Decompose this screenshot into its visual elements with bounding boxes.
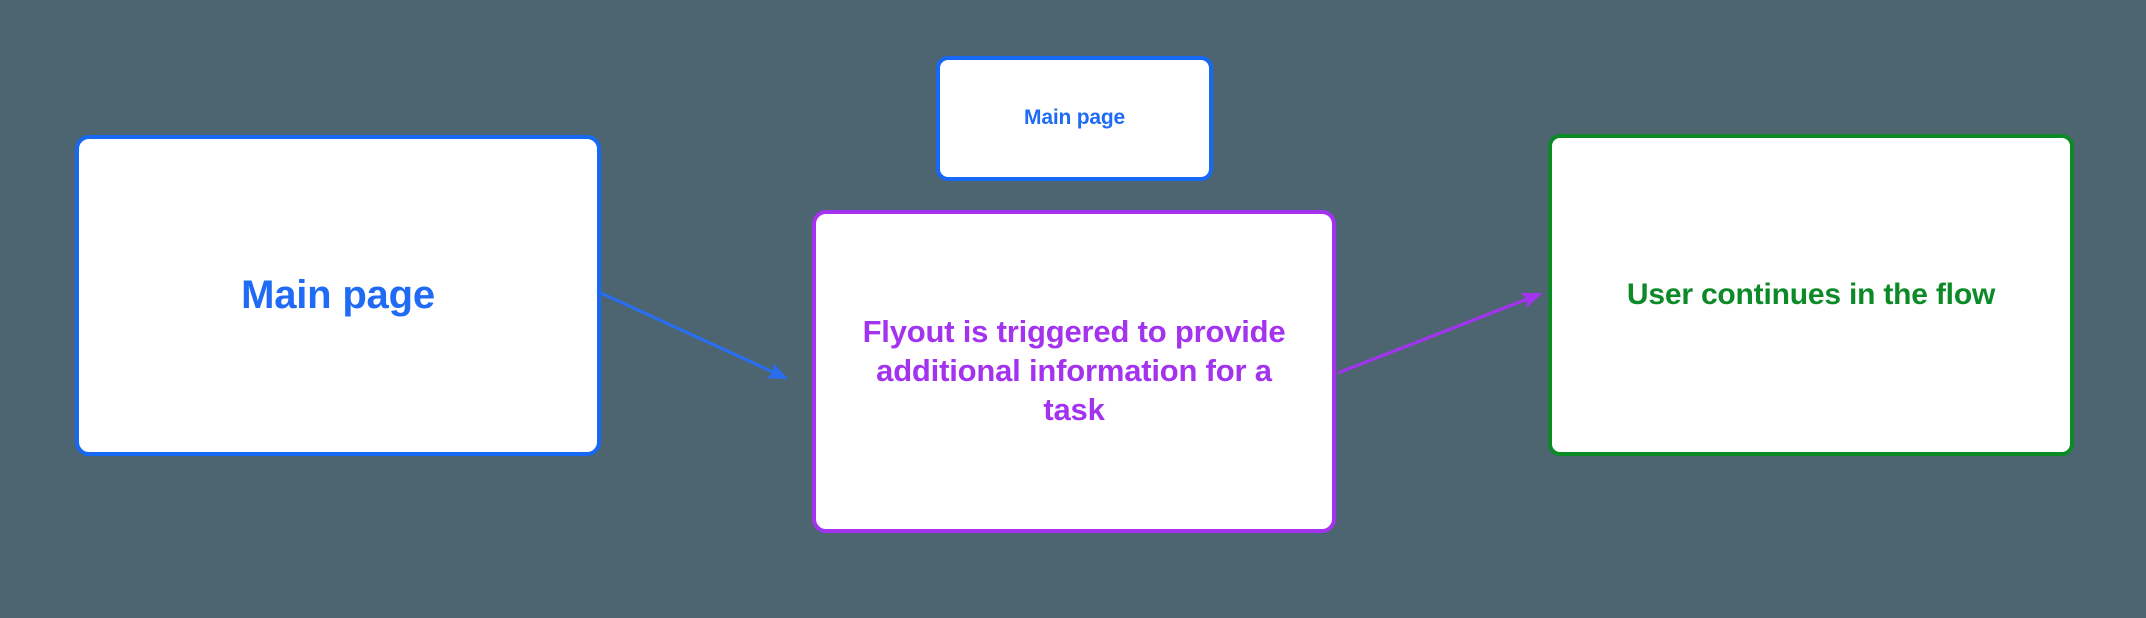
node-main-page-left-label: Main page: [241, 272, 435, 317]
connector-flyout-to-user-continues: [1337, 292, 1543, 375]
node-user-continues[interactable]: User continues in the flow: [1548, 134, 2074, 456]
node-main-page-top[interactable]: Main page: [936, 56, 1213, 181]
node-flyout-label: Flyout is triggered to provide additiona…: [862, 314, 1286, 427]
node-main-page-top-label: Main page: [1024, 106, 1125, 130]
connector-main-page-to-flyout: [600, 291, 789, 380]
node-main-page-left[interactable]: Main page: [75, 135, 601, 456]
node-flyout[interactable]: Flyout is triggered to provide additiona…: [812, 210, 1336, 533]
node-user-continues-label: User continues in the flow: [1626, 278, 1996, 312]
